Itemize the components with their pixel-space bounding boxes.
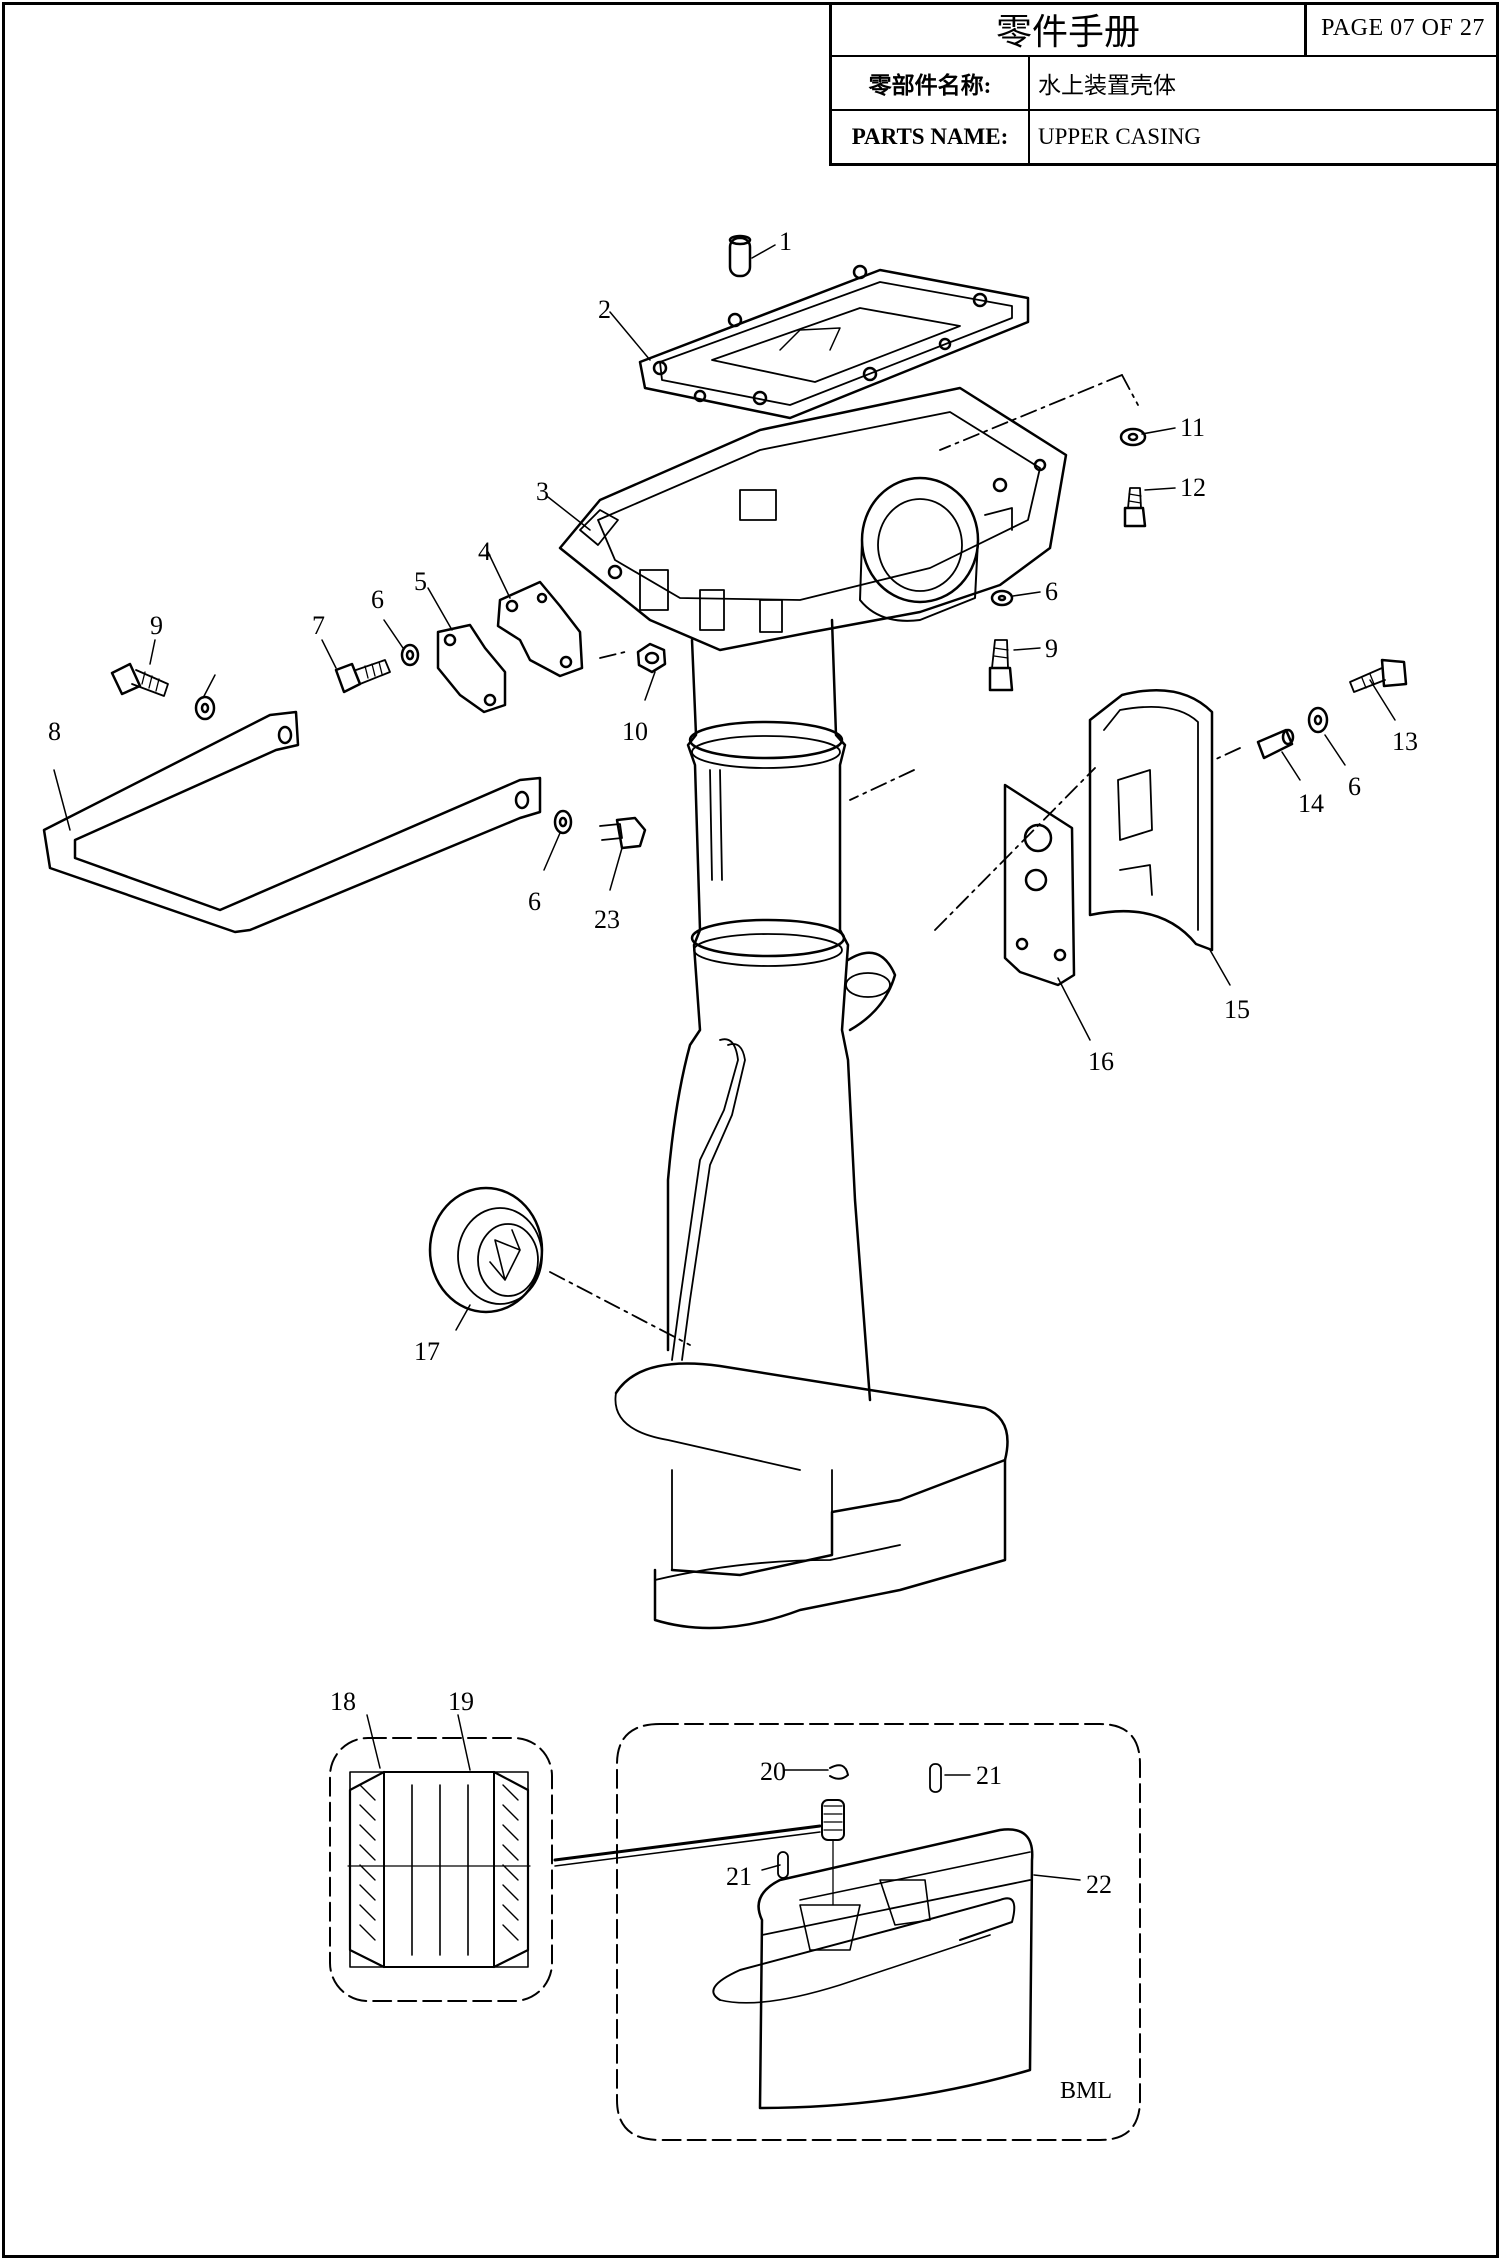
cn-name-row: 零部件名称: 水上装置壳体	[832, 57, 1499, 111]
bolt-part-23	[599, 816, 647, 850]
bolt-part-13	[1349, 658, 1408, 693]
callout-14: 14	[1298, 789, 1324, 818]
callout-13: 13	[1392, 727, 1418, 756]
manual-title: 零件手册	[995, 11, 1140, 52]
callout-18: 18	[330, 1687, 356, 1716]
callout-7: 7	[312, 611, 325, 640]
callout-9: 9	[150, 611, 163, 640]
dowel-pin-part-1	[728, 234, 776, 278]
upper-casing-head-part-3	[547, 386, 1068, 652]
callout-19: 19	[448, 1687, 474, 1716]
parts-name-value-en: UPPER CASING	[1038, 124, 1201, 149]
en-name-row: PARTS NAME: UPPER CASING	[832, 111, 1499, 163]
callout-leaders	[149, 427, 1396, 1871]
gasket-plate-part-5	[427, 587, 507, 714]
callout-10: 10	[622, 717, 648, 746]
cover-plate-part-4	[487, 551, 584, 678]
bushing-detail-box	[329, 1737, 553, 2002]
washer-part-11	[1119, 427, 1147, 447]
callout-22: 22	[1086, 1870, 1112, 1899]
callout-9-b: 9	[1045, 634, 1058, 663]
callout-1: 1	[779, 227, 792, 256]
bolt-part-9-a	[110, 662, 169, 697]
washer-part-6-b	[194, 695, 216, 721]
callout-15: 15	[1224, 995, 1250, 1024]
parts-name-label-cn: 零部件名称:	[832, 57, 1030, 109]
callout-5: 5	[414, 567, 427, 596]
callout-16: 16	[1088, 1047, 1114, 1076]
title-row: 零件手册 PAGE 07 OF 27	[832, 2, 1499, 57]
handle-bar-part-8	[42, 710, 542, 934]
parts-name-value-cn: 水上装置壳体	[1038, 73, 1176, 98]
driveshaft-housing	[614, 618, 1009, 1630]
callout-12: 12	[1180, 473, 1206, 502]
bolt-part-9-b	[988, 639, 1014, 692]
manufacturer-stamp: BML	[1060, 2078, 1112, 2104]
callout-3: 3	[536, 477, 549, 506]
page-number: PAGE 07 OF 27	[1304, 2, 1499, 55]
dashed-leaders	[549, 374, 1241, 1346]
washer-part-6-a	[400, 643, 420, 667]
gasket-part-2	[609, 264, 1030, 420]
rear-cover-part-15	[1088, 689, 1214, 952]
parts-name-label-en: PARTS NAME:	[832, 111, 1030, 163]
mount-plate-part-16	[1003, 783, 1091, 1041]
callout-labels: 1 2 3 4 5 6 7 8 9 10 11 12 6 9 13 14 6 1…	[48, 227, 1418, 2104]
callout-17: 17	[414, 1337, 440, 1366]
sleeve-part-14	[1256, 728, 1295, 760]
callout-21-b: 21	[726, 1862, 752, 1891]
grommet-part-17	[428, 1186, 544, 1331]
callout-6-c: 6	[1348, 772, 1361, 801]
bolt-part-7	[334, 659, 391, 694]
lower-casing-detail-box	[553, 1723, 1141, 2141]
bolt-part-12	[1123, 487, 1147, 528]
callout-2: 2	[598, 295, 611, 324]
callout-20: 20	[760, 1757, 786, 1786]
callout-23: 23	[594, 905, 620, 934]
callout-6: 6	[371, 585, 384, 614]
washer-part-6-d	[1307, 706, 1329, 734]
callout-8: 8	[48, 717, 61, 746]
callout-6-b: 6	[1045, 577, 1058, 606]
nut-part-10	[636, 642, 667, 674]
callout-11: 11	[1180, 413, 1205, 442]
title-block: 零件手册 PAGE 07 OF 27 零部件名称: 水上装置壳体 PARTS N…	[829, 2, 1499, 166]
callout-21-a: 21	[976, 1761, 1002, 1790]
washer-part-6-c	[990, 589, 1014, 607]
washer-part-6-e	[553, 809, 573, 835]
callout-6-d: 6	[528, 887, 541, 916]
callout-4: 4	[478, 537, 491, 566]
